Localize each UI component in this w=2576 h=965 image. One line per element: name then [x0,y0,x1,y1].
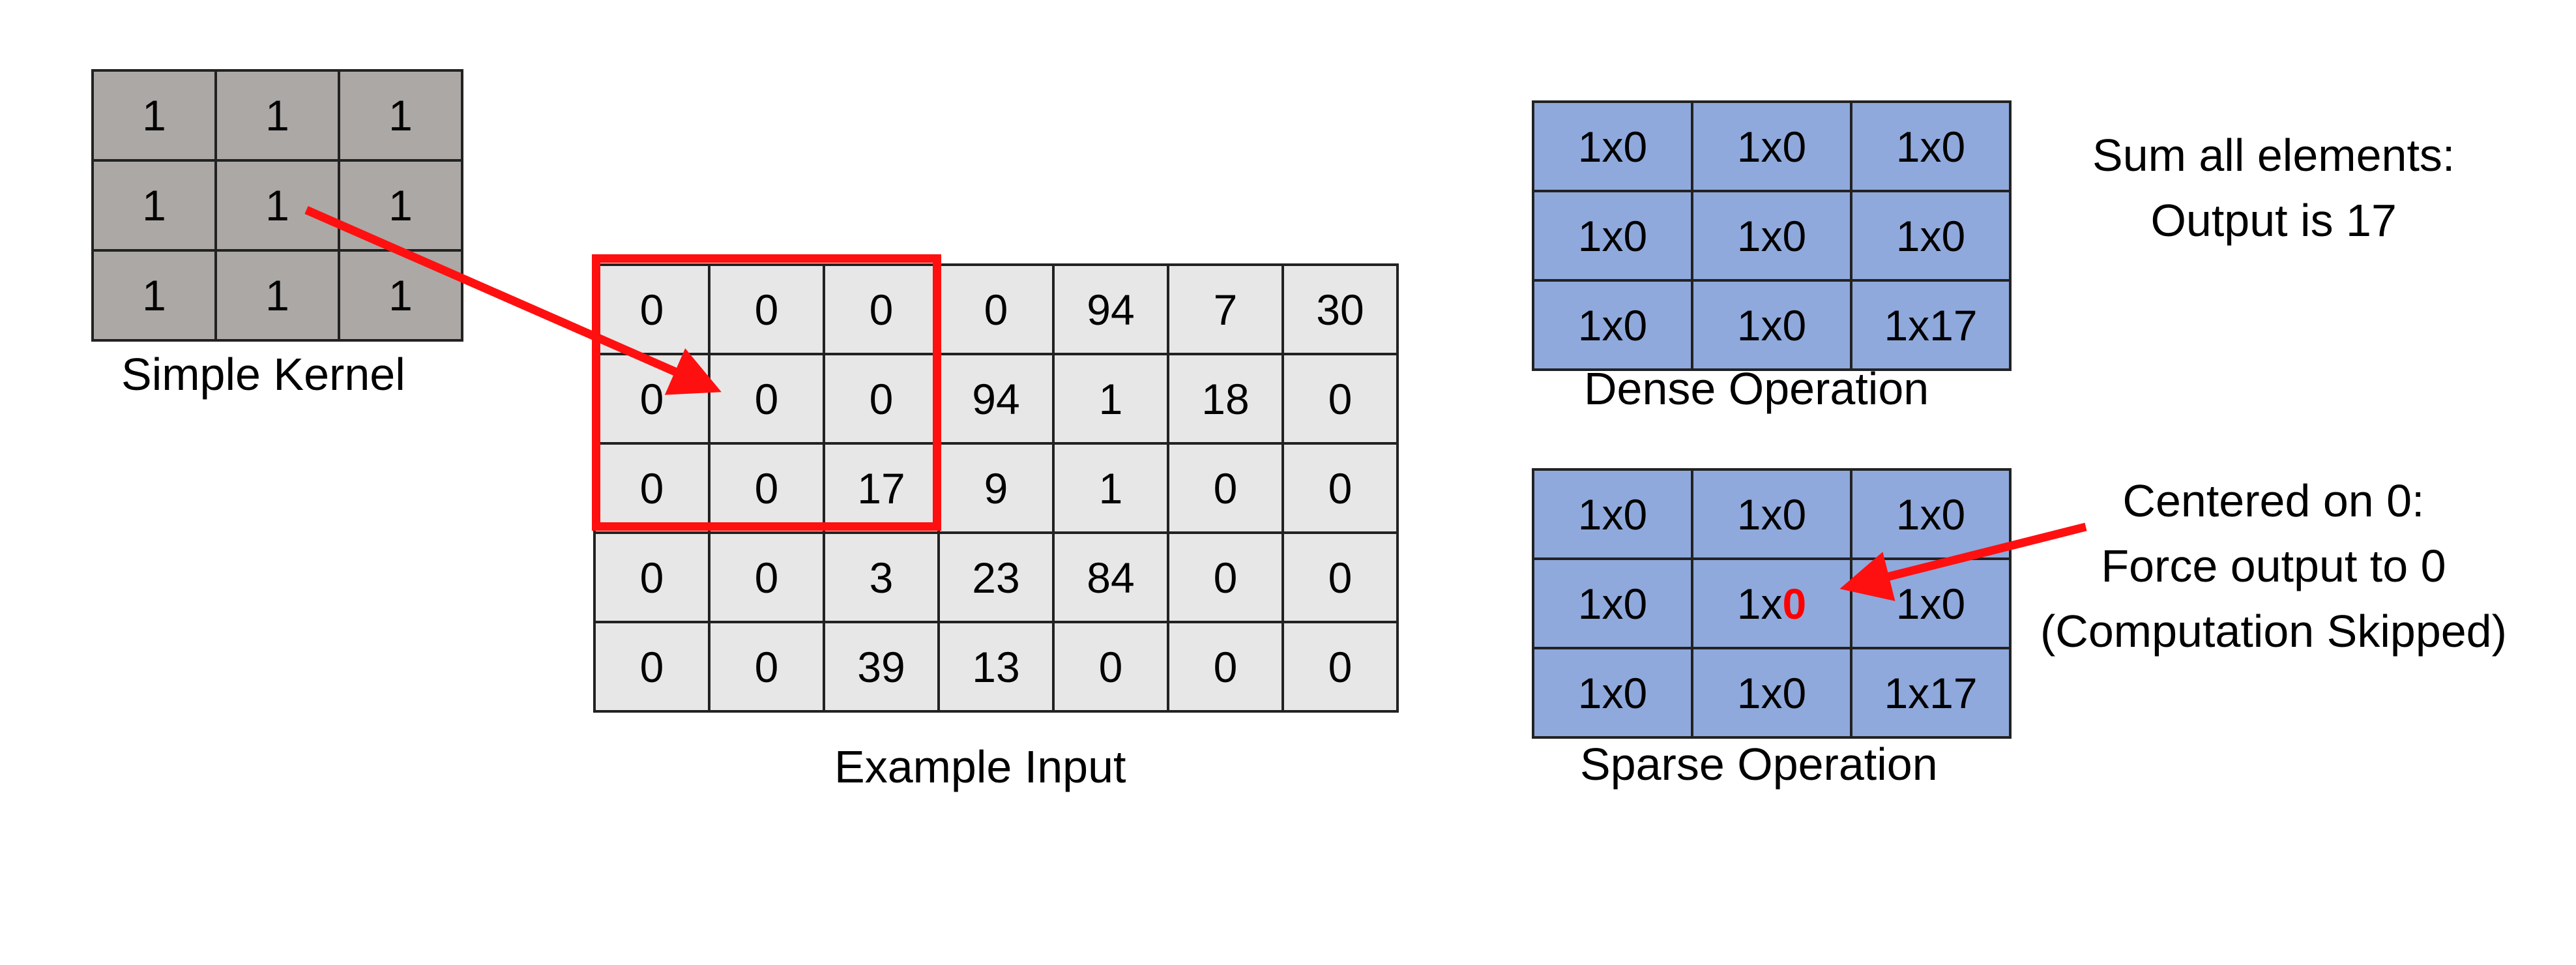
input-cell: 3 [823,531,940,623]
input-cell: 0 [708,263,825,355]
input-grid: 0 0 0 0 94 7 30 0 0 0 94 1 18 0 0 0 17 9… [593,263,1399,713]
dense-note-line: Output is 17 [2150,195,2397,246]
input-cell: 9 [937,442,1055,534]
dense-cell: 1x0 [1532,100,1693,192]
input-cell: 1 [1052,353,1169,445]
kernel-to-input-arrow [304,206,722,395]
input-cell: 0 [708,531,825,623]
kernel-cell: 1 [91,249,217,342]
sparse-center-zero: 0 [1782,579,1807,628]
input-cell: 23 [937,531,1055,623]
sparse-row: 1x0 1x0 1x0 [1532,468,2012,560]
note-to-center-arrow [1839,522,2087,601]
kernel-row: 1 1 1 [91,249,463,342]
dense-row: 1x0 1x0 1x0 [1532,100,2012,192]
dense-caption: Dense Operation [1584,363,1929,414]
dense-note-line: Sum all elements: [2092,130,2455,181]
sparse-caption: Sparse Operation [1580,739,1938,790]
input-cell: 0 [593,531,710,623]
input-row: 0 0 0 0 94 7 30 [593,263,1399,355]
kernel-grid: 1 1 1 1 1 1 1 1 1 [91,69,463,342]
kernel-row: 1 1 1 [91,159,463,252]
input-cell: 0 [937,263,1055,355]
kernel-window-highlight [592,254,941,531]
input-row: 0 0 39 13 0 0 0 [593,621,1399,713]
input-cell: 39 [823,621,940,713]
sparse-note-line: Force output to 0 [2101,541,2446,591]
sparse-row: 1x0 1x0 1x17 [1532,647,2012,739]
input-cell: 0 [593,263,710,355]
input-row: 0 0 0 94 1 18 0 [593,353,1399,445]
sparse-row: 1x0 1x0 1x0 [1532,557,2012,649]
sparse-cell: 1x0 [1691,468,1852,560]
input-cell: 94 [937,353,1055,445]
input-cell: 0 [823,353,940,445]
sparse-center-cell: 1x0 [1691,557,1852,649]
dense-cell: 1x0 [1850,190,2012,282]
dense-cell: 1x0 [1532,190,1693,282]
dense-row: 1x0 1x0 1x0 [1532,190,2012,282]
input-row: 0 0 17 9 1 0 0 [593,442,1399,534]
input-cell: 0 [1281,621,1399,713]
input-cell: 84 [1052,531,1169,623]
dense-grid: 1x0 1x0 1x0 1x0 1x0 1x0 1x0 1x0 1x17 [1532,100,2012,371]
dense-cell: 1x0 [1850,100,2012,192]
input-caption: Example Input [834,741,1126,792]
input-cell: 94 [1052,263,1169,355]
kernel-cell: 1 [338,69,463,162]
dense-cell: 1x0 [1691,279,1852,371]
sparse-cell: 1x0 [1532,647,1693,739]
sparse-center-prefix: 1x [1736,579,1783,628]
input-cell: 0 [1281,353,1399,445]
input-cell: 0 [1167,442,1284,534]
kernel-row: 1 1 1 [91,69,463,162]
sparse-cell: 1x0 [1532,468,1693,560]
input-cell: 0 [593,442,710,534]
input-cell: 0 [1167,621,1284,713]
sparse-cell: 1x17 [1850,647,2012,739]
sparse-note: Centered on 0: Force output to 0 (Comput… [2040,468,2507,664]
sparse-cell: 1x0 [1850,468,2012,560]
kernel-cell: 1 [214,249,340,342]
input-row: 0 0 3 23 84 0 0 [593,531,1399,623]
kernel-cell: 1 [214,69,340,162]
dense-cell: 1x0 [1532,279,1693,371]
kernel-cell: 1 [91,69,217,162]
input-cell: 0 [708,621,825,713]
input-cell: 30 [1281,263,1399,355]
kernel-cell: 1 [91,159,217,252]
input-cell: 0 [1281,531,1399,623]
kernel-cell: 1 [214,159,340,252]
input-cell: 17 [823,442,940,534]
sparse-note-line: (Computation Skipped) [2040,606,2507,657]
sparse-note-line: Centered on 0: [2122,475,2425,526]
input-cell: 0 [823,263,940,355]
dense-row: 1x0 1x0 1x17 [1532,279,2012,371]
kernel-cell: 1 [338,249,463,342]
input-cell: 7 [1167,263,1284,355]
dense-note: Sum all elements: Output is 17 [2092,123,2455,253]
input-cell: 0 [1167,531,1284,623]
input-cell: 0 [1281,442,1399,534]
input-cell: 0 [1052,621,1169,713]
dense-cell: 1x17 [1850,279,2012,371]
input-cell: 0 [708,442,825,534]
sparse-grid: 1x0 1x0 1x0 1x0 1x0 1x0 1x0 1x0 1x17 [1532,468,2012,739]
input-cell: 0 [708,353,825,445]
input-cell: 0 [593,353,710,445]
sparse-cell: 1x0 [1691,647,1852,739]
dense-cell: 1x0 [1691,100,1852,192]
input-cell: 18 [1167,353,1284,445]
dense-cell: 1x0 [1691,190,1852,282]
input-cell: 1 [1052,442,1169,534]
input-cell: 0 [593,621,710,713]
sparse-cell: 1x0 [1532,557,1693,649]
kernel-caption: Simple Kernel [121,349,405,400]
input-cell: 13 [937,621,1055,713]
